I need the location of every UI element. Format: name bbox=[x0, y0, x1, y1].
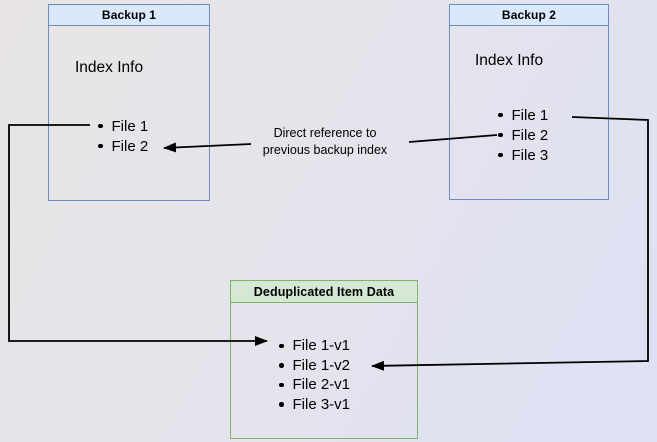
backup1-file-list: File 1 File 2 bbox=[98, 116, 148, 156]
backup2-box: Backup 2 bbox=[449, 4, 609, 200]
file-item: File 3 bbox=[498, 145, 548, 165]
bullet-icon bbox=[98, 123, 103, 129]
dedup-title: Deduplicated Item Data bbox=[253, 284, 395, 299]
file-item: File 1-v1 bbox=[279, 336, 350, 356]
backup1-index-info-label: Index Info bbox=[75, 59, 144, 76]
backup2-title: Backup 2 bbox=[501, 8, 557, 22]
file-label: File 2-v1 bbox=[292, 376, 351, 394]
dedup-file-list: File 1-v1 File 1-v2 File 2-v1 File 3-v1 bbox=[279, 336, 350, 414]
file-item: File 2 bbox=[98, 136, 148, 156]
file-label: File 1-v1 bbox=[292, 337, 351, 355]
bullet-icon bbox=[279, 363, 284, 368]
file-item: File 3-v1 bbox=[279, 395, 350, 415]
bullet-icon bbox=[279, 402, 284, 407]
file-label: File 1-v2 bbox=[292, 356, 351, 374]
bullet-icon bbox=[498, 112, 503, 118]
bullet-icon bbox=[279, 343, 284, 348]
bullet-icon bbox=[498, 132, 503, 138]
backup1-title: Backup 1 bbox=[101, 8, 157, 22]
backup1-box: Backup 1 bbox=[48, 4, 210, 201]
bullet-icon bbox=[498, 152, 503, 158]
annotation-line1: Direct reference to bbox=[273, 126, 377, 140]
file-label: File 3-v1 bbox=[292, 395, 351, 413]
backup2-header: Backup 2 bbox=[450, 5, 608, 26]
file-item: File 2-v1 bbox=[279, 375, 350, 395]
file-label: File 2 bbox=[111, 137, 149, 155]
backup2-file-list: File 1 File 2 File 3 bbox=[498, 105, 548, 165]
file-item: File 1 bbox=[98, 116, 148, 136]
file-label: File 1 bbox=[111, 117, 149, 135]
bullet-icon bbox=[279, 382, 284, 387]
annotation-line2: previous backup index bbox=[262, 143, 388, 157]
backup2-index-info-label: Index Info bbox=[475, 52, 544, 69]
dedup-header: Deduplicated Item Data bbox=[231, 281, 417, 303]
file-item: File 1 bbox=[498, 105, 548, 125]
direct-reference-annotation: Direct reference to previous backup inde… bbox=[240, 125, 410, 159]
bullet-icon bbox=[98, 143, 103, 149]
file-item: File 1-v2 bbox=[279, 356, 350, 376]
file-label: File 2 bbox=[511, 126, 549, 144]
file-label: File 1 bbox=[511, 106, 549, 124]
file-label: File 3 bbox=[511, 146, 549, 164]
file-item: File 2 bbox=[498, 125, 548, 145]
dedup-box: Deduplicated Item Data bbox=[230, 280, 418, 439]
backup1-header: Backup 1 bbox=[49, 5, 209, 26]
